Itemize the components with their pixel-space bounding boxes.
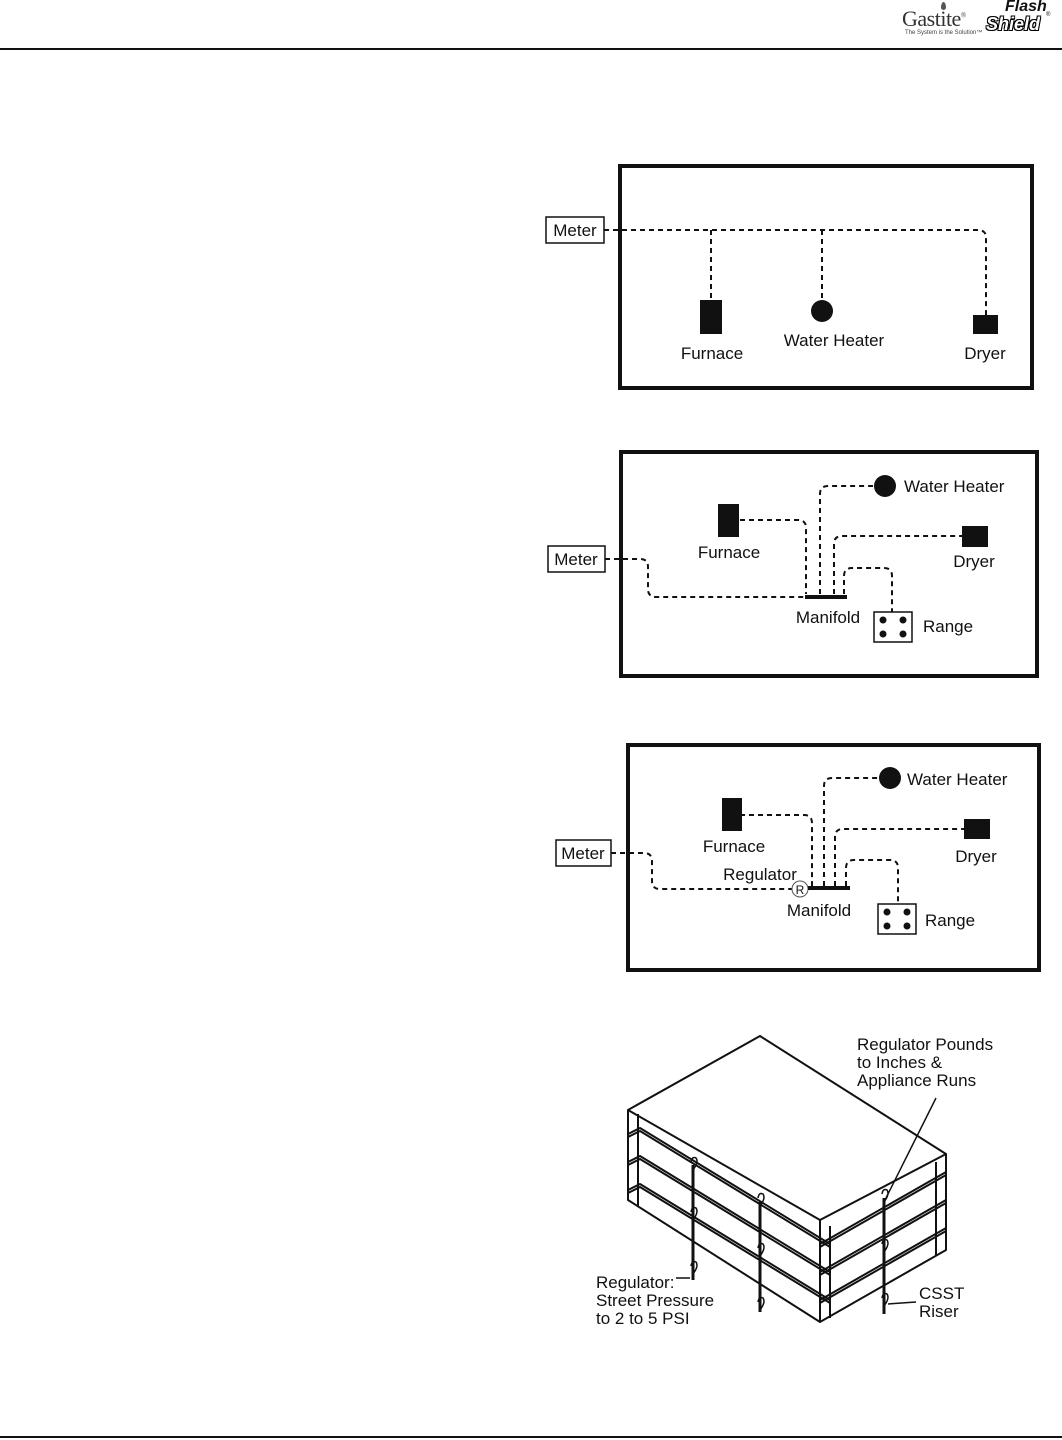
dryer-icon <box>964 819 990 839</box>
callout-lines <box>676 1097 937 1305</box>
flame-icon <box>941 2 946 10</box>
gastite-trademark: ® <box>960 11 966 20</box>
page-header: Gastite® The System is the Solution™ Fla… <box>0 0 1062 52</box>
furnace-label: Furnace <box>703 837 765 856</box>
furnace-label: Furnace <box>698 543 760 562</box>
meter-box <box>555 839 612 867</box>
meter-label: Meter <box>561 844 605 863</box>
gastite-tagline: The System is the Solution™ <box>905 30 983 36</box>
range-icon <box>877 903 917 935</box>
water-heater-icon <box>811 300 833 322</box>
house-outline <box>618 164 1034 390</box>
dryer-label: Dryer <box>964 344 1006 363</box>
meter-box <box>545 216 605 244</box>
multistory-building-diagram: Regulator Pounds to Inches & Appliance R… <box>596 1035 998 1328</box>
range-label: Range <box>923 617 973 636</box>
range-label: Range <box>925 911 975 930</box>
building-outline <box>627 1035 947 1323</box>
dryer-icon <box>962 526 988 547</box>
manifold-label: Manifold <box>787 901 851 920</box>
regulated-manifold-diagram: Meter R Furnace Water Heater Dryer Regul… <box>555 743 1041 972</box>
gastite-logo: Gastite® <box>902 6 966 32</box>
regulator-pounds-label: Regulator Pounds to Inches & Appliance R… <box>857 1035 998 1090</box>
water-heater-icon <box>874 475 896 497</box>
dryer-icon <box>973 315 998 334</box>
furnace-icon <box>700 300 722 334</box>
manifold-layout-diagram: Meter Furnace Water Heater Dryer Manifol… <box>547 450 1039 678</box>
meter-label: Meter <box>553 221 597 240</box>
manifold-label: Manifold <box>796 608 860 627</box>
house-outline <box>626 743 1041 972</box>
flashshield-trademark: ® <box>1046 12 1051 18</box>
footer-divider <box>0 1436 1062 1438</box>
regulator-symbol-label: R <box>796 883 805 897</box>
csst-riser-label: CSST Riser <box>919 1284 969 1321</box>
meter-label: Meter <box>554 550 598 569</box>
gas-line <box>605 485 962 612</box>
flashshield-logo-flash: Flash <box>1005 0 1047 15</box>
furnace-label: Furnace <box>681 344 743 363</box>
street-pressure-regulator-label: Regulator: Street Pressure to 2 to 5 PSI <box>596 1273 719 1328</box>
dryer-label: Dryer <box>955 847 997 866</box>
gastite-logo-text: Gastite <box>902 6 961 31</box>
house-outline <box>619 450 1039 678</box>
gas-line <box>611 777 964 904</box>
range-icon <box>873 611 913 643</box>
dryer-label: Dryer <box>953 552 995 571</box>
water-heater-label: Water Heater <box>784 331 885 350</box>
regulator-label: Regulator <box>723 865 797 884</box>
water-heater-label: Water Heater <box>907 770 1008 789</box>
header-divider <box>0 48 1062 50</box>
gas-line <box>604 229 987 315</box>
water-heater-label: Water Heater <box>904 477 1005 496</box>
flashshield-logo-shield: Shield <box>986 14 1041 34</box>
furnace-icon <box>722 798 742 831</box>
series-layout-diagram: Meter Furnace Water Heater Dryer <box>545 164 1034 390</box>
water-heater-icon <box>879 767 901 789</box>
regulator-loops <box>690 1156 889 1311</box>
furnace-icon <box>718 504 739 537</box>
